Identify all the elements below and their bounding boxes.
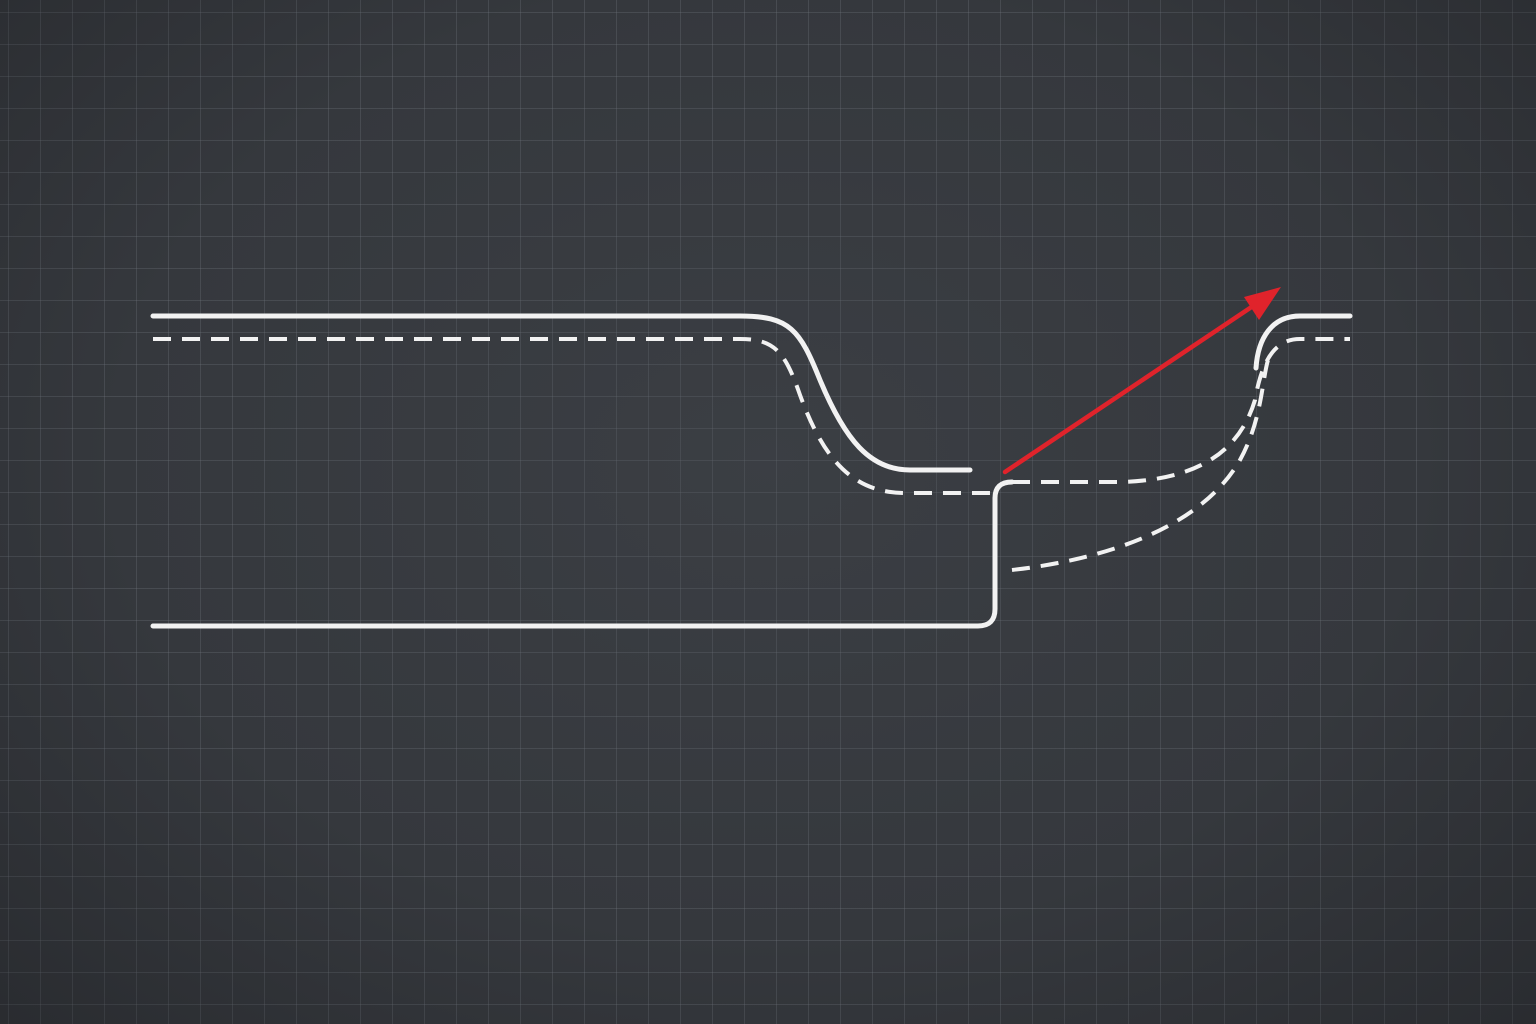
arrow-head-icon [1244, 287, 1281, 320]
solid-upper-path [150, 313, 973, 473]
solid-right-path [1253, 313, 1353, 371]
solid-lower-path [150, 479, 1015, 629]
dashed-upper-path [153, 337, 990, 495]
dashed-right-lower-path [1011, 359, 1270, 572]
arrow-shaft [1002, 297, 1265, 475]
dashed-right-upper-path [1012, 337, 1350, 484]
